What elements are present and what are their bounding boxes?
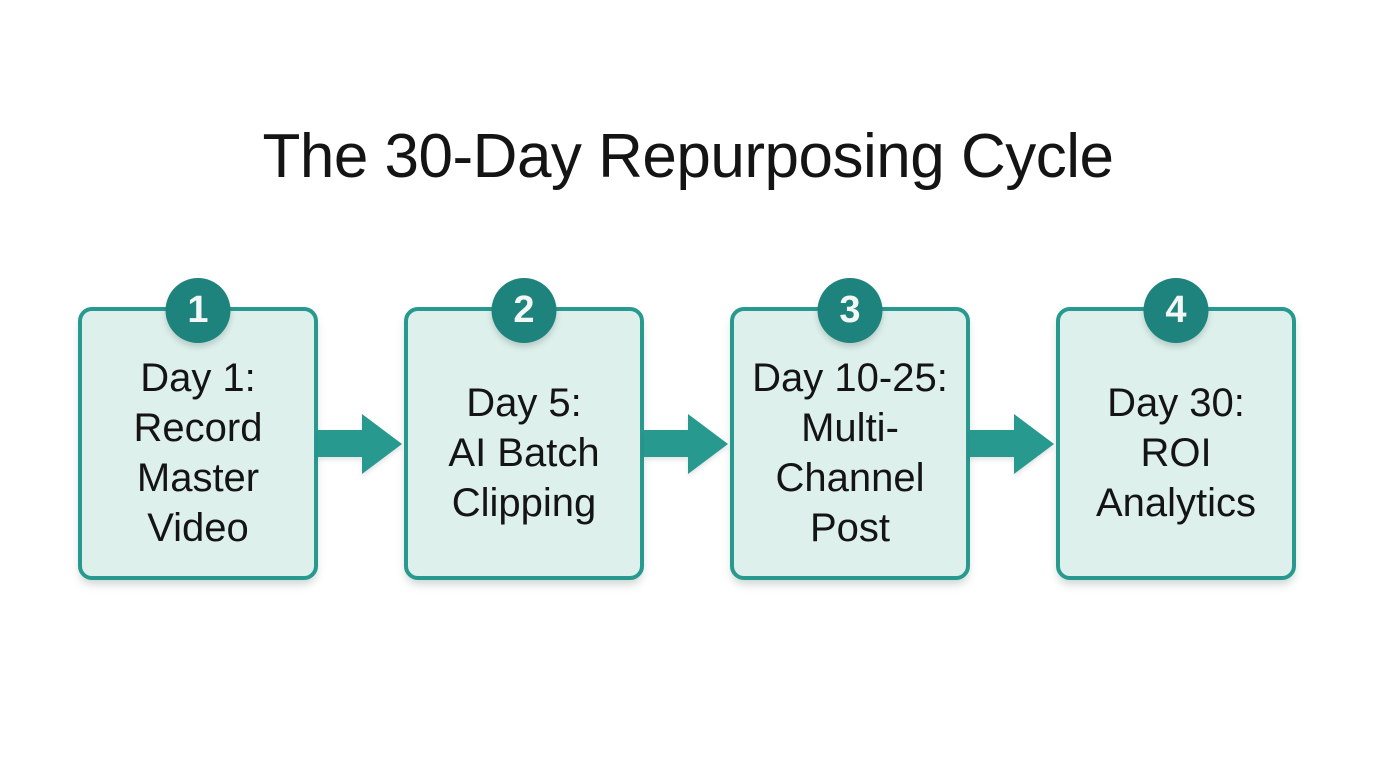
step-number-badge: 2 — [491, 278, 557, 343]
step-number-badge: 4 — [1143, 278, 1209, 343]
step-label-line: Post — [809, 505, 891, 550]
step-label-line: Clipping — [451, 480, 597, 525]
step-label-line: Channel — [775, 455, 925, 500]
arrow-shaft — [970, 430, 1014, 457]
step-label-line: Day 5: — [466, 380, 582, 425]
arrow-right-icon — [970, 307, 1056, 580]
arrow-shaft — [318, 430, 362, 457]
step-label-line: ROI — [1140, 430, 1212, 475]
arrow-head — [688, 413, 728, 474]
step-label-line: Multi- — [801, 405, 899, 450]
arrow-head — [362, 413, 402, 474]
arrow-right-icon — [644, 307, 730, 580]
step-label-line: Video — [147, 505, 249, 550]
step-label: Day 30: ROI Analytics — [1060, 311, 1292, 576]
step-label-line: Analytics — [1095, 480, 1257, 525]
arrow-right-icon — [318, 307, 404, 580]
step-label-line: Master — [136, 455, 260, 500]
step-label-line: AI Batch — [448, 430, 600, 475]
step-label-line: Day 30: — [1107, 380, 1245, 425]
step-label-line: Record — [133, 405, 263, 450]
page-title: The 30-Day Repurposing Cycle — [262, 122, 1114, 191]
arrow-shaft — [644, 430, 688, 457]
process-step: 4 Day 30: ROI Analytics — [1056, 278, 1296, 580]
step-label-line: Day 1: — [140, 355, 256, 400]
arrow-head — [1014, 413, 1054, 474]
step-number-badge: 1 — [165, 278, 231, 343]
step-number-badge: 3 — [817, 278, 883, 343]
step-label-line: Day 10-25: — [752, 355, 948, 400]
